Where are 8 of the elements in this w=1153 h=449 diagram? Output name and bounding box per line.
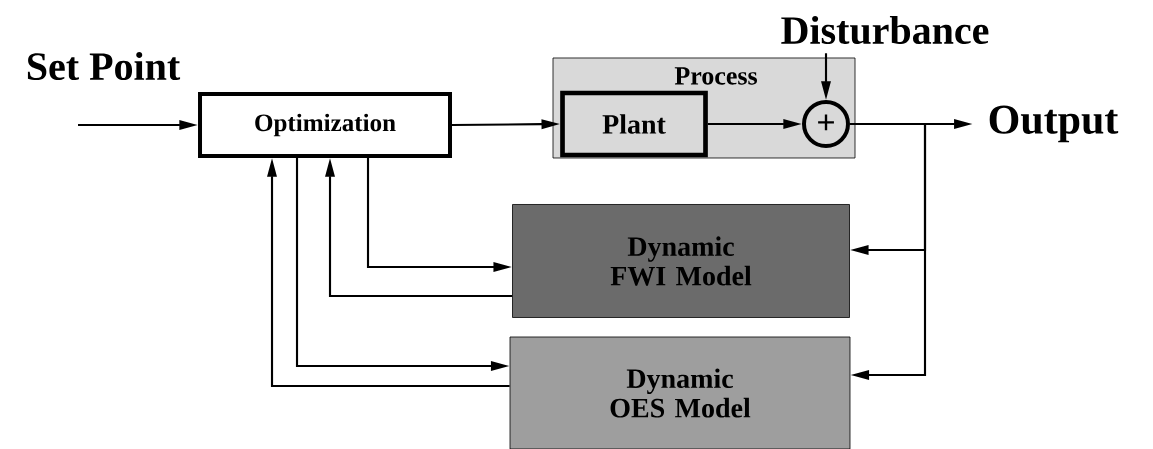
- disturbance-label: Disturbance: [781, 15, 989, 45]
- process-box: Optimization: [198, 92, 452, 158]
- model-box: Dynamic FWI Model: [512, 204, 850, 318]
- output-label: Output: [989, 105, 1119, 143]
- model-box: Dynamic OES Model: [509, 336, 851, 449]
- plant-box: Plant: [560, 90, 708, 158]
- arrow: [850, 122, 927, 380]
- input-label: Set Point: [27, 51, 181, 81]
